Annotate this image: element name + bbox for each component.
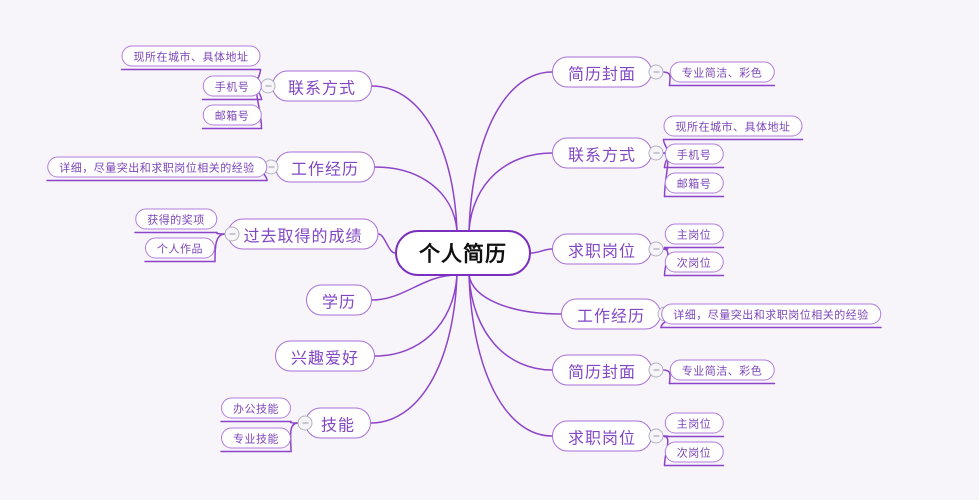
branch-node-left-work[interactable]: 工作经历 xyxy=(274,151,376,183)
edge-root-to-right-position-top xyxy=(530,248,553,254)
minus-icon xyxy=(653,369,659,371)
toggle-right-position-bottom[interactable] xyxy=(648,428,664,444)
edge-root-to-left-contact xyxy=(371,85,458,232)
leaf-node-right-work-0[interactable]: 详细，尽量突出和求职岗位相关的经验 xyxy=(661,303,881,325)
edge-root-to-right-cover-bottom xyxy=(468,274,553,371)
leaf-node-left-achievements-0[interactable]: 获得的奖项 xyxy=(135,208,217,230)
minus-icon xyxy=(268,166,274,168)
edge-root-to-left-hobbies xyxy=(374,274,458,357)
leaf-node-left-contact-1[interactable]: 手机号 xyxy=(202,75,262,97)
toggle-left-skills[interactable] xyxy=(297,415,313,431)
minus-icon xyxy=(229,233,235,235)
toggle-right-position-top[interactable] xyxy=(648,241,664,257)
leaf-node-right-position-top-0[interactable]: 主岗位 xyxy=(664,223,724,245)
toggle-right-cover-top[interactable] xyxy=(648,64,664,80)
branch-node-left-hobbies[interactable]: 兴趣爱好 xyxy=(274,340,376,372)
edge-root-to-left-education xyxy=(371,274,458,301)
toggle-left-contact[interactable] xyxy=(260,78,276,94)
edge-root-to-right-work xyxy=(468,274,562,315)
minus-icon xyxy=(265,85,271,87)
branch-node-left-achievements[interactable]: 过去取得的成绩 xyxy=(227,218,379,250)
leaf-node-right-position-bottom-1[interactable]: 次岗位 xyxy=(664,441,724,463)
branch-node-left-contact[interactable]: 联系方式 xyxy=(271,70,373,102)
edge-root-to-right-cover-top xyxy=(468,71,553,232)
leaf-node-right-contact-0[interactable]: 现所在城市、具体地址 xyxy=(663,115,803,137)
edge-right-position-bottom-to-leaf-0 xyxy=(662,435,669,438)
leaf-node-left-contact-2[interactable]: 邮箱号 xyxy=(202,104,262,126)
leaf-node-left-skills-0[interactable]: 办公技能 xyxy=(221,397,291,419)
branch-node-right-position-top[interactable]: 求职岗位 xyxy=(551,233,653,265)
edge-right-position-top-to-leaf-0 xyxy=(662,246,669,250)
minus-icon xyxy=(653,71,659,73)
edge-root-to-left-work xyxy=(374,166,458,232)
leaf-node-right-contact-2[interactable]: 邮箱号 xyxy=(664,172,724,194)
minus-icon xyxy=(653,152,659,154)
leaf-node-right-position-bottom-0[interactable]: 主岗位 xyxy=(664,412,724,434)
leaf-node-right-cover-top-0[interactable]: 专业简洁、彩色 xyxy=(669,61,775,83)
leaf-node-left-skills-1[interactable]: 专业技能 xyxy=(221,427,291,449)
edge-left-achievements-to-leaf-1 xyxy=(214,233,226,263)
leaf-node-right-cover-bottom-0[interactable]: 专业简洁、彩色 xyxy=(669,359,775,381)
root-node[interactable]: 个人简历 xyxy=(395,230,531,276)
branch-node-right-cover-top[interactable]: 简历封面 xyxy=(551,56,653,88)
minus-icon xyxy=(302,422,308,424)
minus-icon xyxy=(653,248,659,250)
edge-left-skills-to-leaf-1 xyxy=(289,422,299,453)
branch-node-left-skills[interactable]: 技能 xyxy=(304,407,372,439)
leaf-node-left-achievements-1[interactable]: 个人作品 xyxy=(145,237,215,259)
toggle-right-cover-bottom[interactable] xyxy=(648,362,664,378)
branch-node-right-work[interactable]: 工作经历 xyxy=(560,298,662,330)
branch-node-right-cover-bottom[interactable]: 简历封面 xyxy=(551,354,653,386)
toggle-left-achievements[interactable] xyxy=(224,226,240,242)
edge-root-to-right-position-bottom xyxy=(468,274,553,437)
branch-node-left-education[interactable]: 学历 xyxy=(305,284,373,316)
minus-icon xyxy=(653,435,659,437)
branch-node-right-position-bottom[interactable]: 求职岗位 xyxy=(551,420,653,452)
edge-root-to-right-contact xyxy=(468,152,553,232)
toggle-right-contact[interactable] xyxy=(648,145,664,161)
leaf-node-left-work-0[interactable]: 详细，尽量突出和求职岗位相关的经验 xyxy=(47,156,267,178)
leaf-node-left-contact-0[interactable]: 现所在城市、具体地址 xyxy=(121,45,261,67)
edge-root-to-left-achievements xyxy=(377,233,396,254)
branch-node-right-contact[interactable]: 联系方式 xyxy=(551,137,653,169)
leaf-node-right-position-top-1[interactable]: 次岗位 xyxy=(664,251,724,273)
leaf-node-right-contact-1[interactable]: 手机号 xyxy=(664,143,724,165)
edge-root-to-left-skills xyxy=(370,274,458,424)
